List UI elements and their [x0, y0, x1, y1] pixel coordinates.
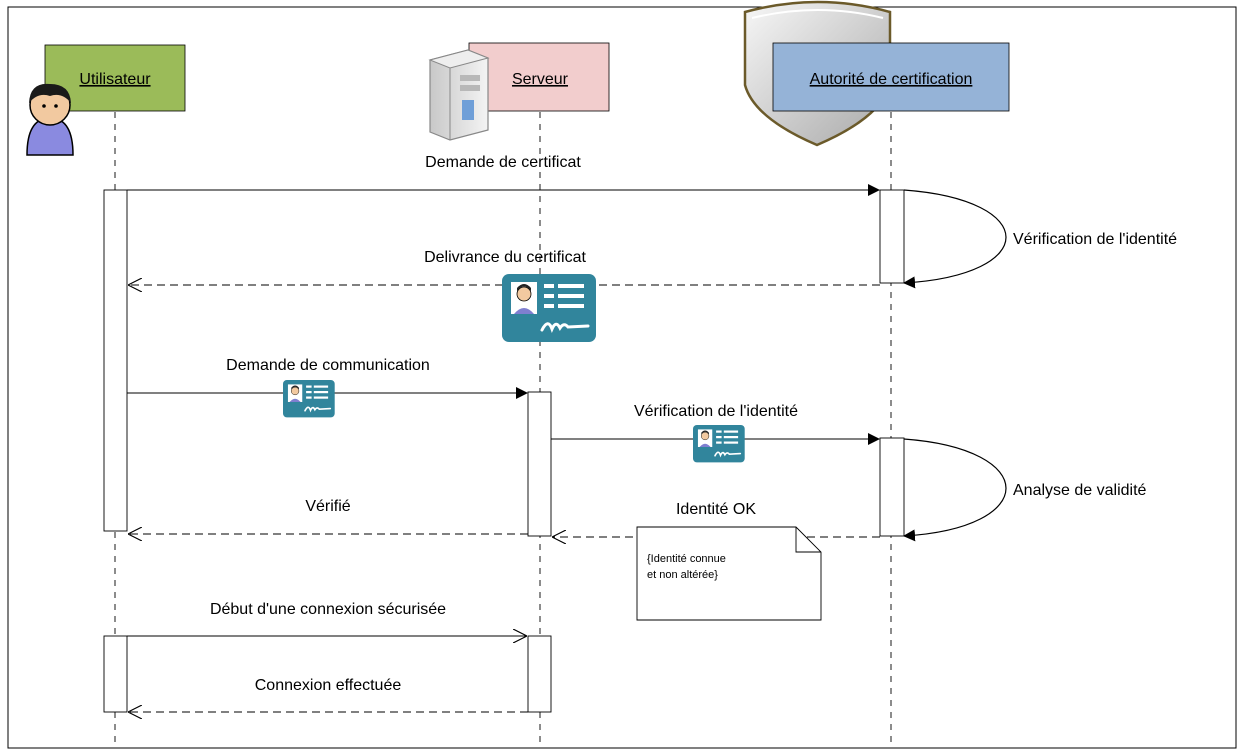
self-message-verification-label: Vérification de l'identité [1013, 231, 1177, 248]
message-demande-certificat: Demande de certificat [127, 154, 880, 196]
message-demande-certificat-label: Demande de certificat [425, 154, 581, 171]
identity-certificate-icon-small [282, 379, 336, 419]
actor-serveur: Serveur [468, 42, 610, 112]
message-delivrance-certificat-label: Delivrance du certificat [424, 249, 586, 266]
message-debut-connexion: Début d'une connexion sécurisée [127, 601, 527, 636]
message-identite-ok-label: Identité OK [676, 501, 756, 518]
note: {Identité connue et non altérée} [636, 526, 822, 621]
message-verifie-label: Vérifié [305, 498, 350, 515]
actor-utilisateur-label: Utilisateur [79, 71, 151, 88]
message-connexion-effectuee-label: Connexion effectuée [255, 677, 402, 694]
activation-autorite-1 [879, 189, 905, 284]
activation-utilisateur-1 [103, 189, 128, 532]
self-message-analyse: Analyse de validité [903, 438, 1147, 542]
activation-serveur-2 [527, 635, 552, 713]
message-debut-connexion-label: Début d'une connexion sécurisée [210, 601, 446, 618]
message-delivrance-certificat: Delivrance du certificat [128, 249, 880, 285]
message-verification-identite-label: Vérification de l'identité [634, 403, 798, 420]
actor-autorite: Autorité de certification [772, 42, 1010, 112]
activation-serveur-1 [527, 391, 552, 537]
self-message-verification: Vérification de l'identité [903, 189, 1177, 289]
actor-autorite-label: Autorité de certification [810, 71, 973, 88]
message-verifie: Vérifié [128, 498, 528, 534]
note-line-1: {Identité connue [647, 553, 726, 565]
activation-utilisateur-2 [103, 635, 128, 713]
identity-certificate-icon [500, 272, 598, 344]
identity-certificate-icon-small-2 [692, 424, 746, 464]
self-message-analyse-label: Analyse de validité [1013, 482, 1147, 499]
activation-autorite-2 [879, 437, 905, 537]
message-connexion-effectuee: Connexion effectuée [128, 677, 528, 712]
message-demande-communication-label: Demande de communication [226, 357, 430, 374]
user-icon [26, 83, 74, 156]
server-tower-icon [428, 49, 490, 141]
diagram-frame [7, 6, 1237, 749]
actor-serveur-label: Serveur [512, 71, 569, 88]
note-line-2: et non altérée} [647, 569, 718, 581]
